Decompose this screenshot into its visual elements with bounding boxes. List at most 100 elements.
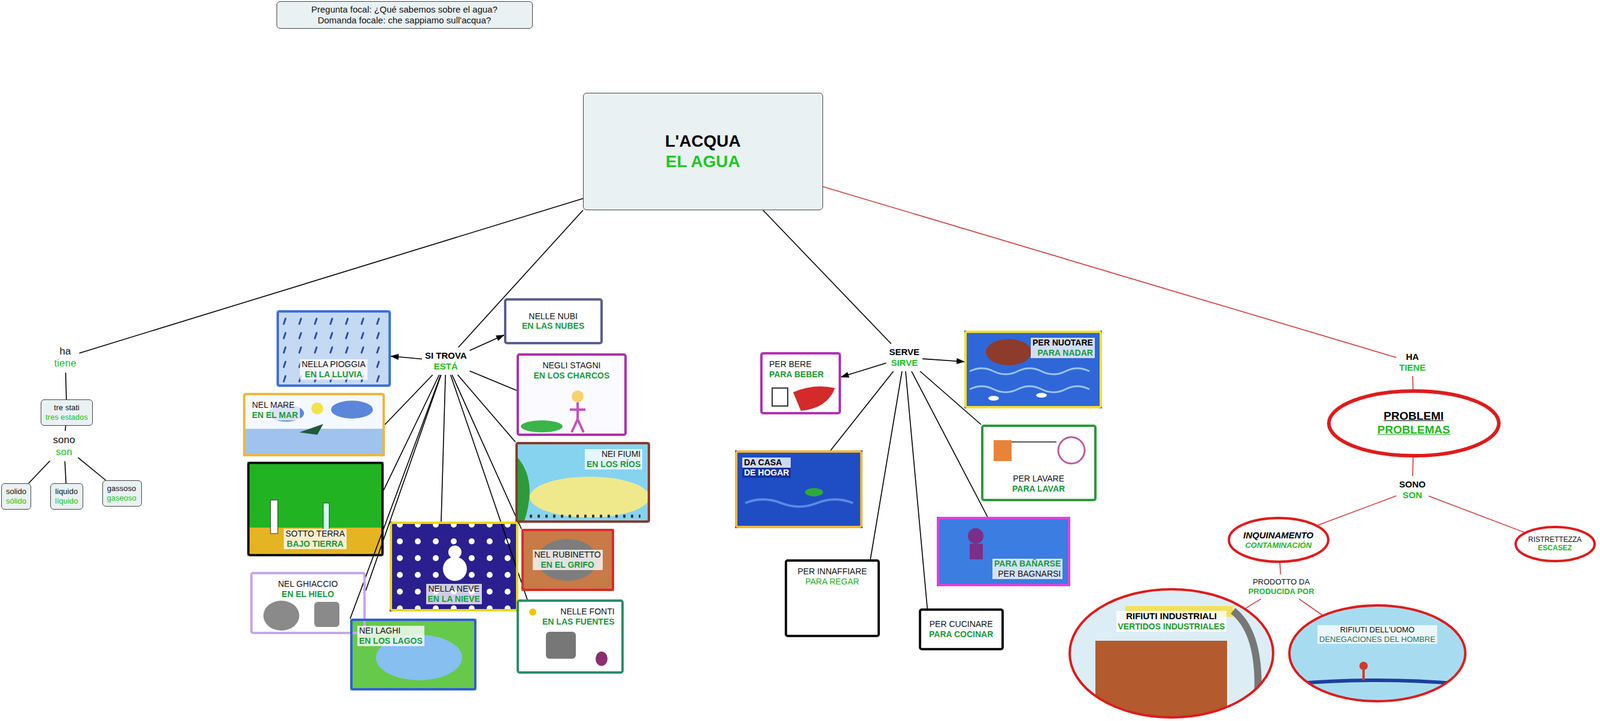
node-text: Pregunta focal: ¿Qué sabemos sobre el ag… — [311, 4, 498, 15]
node-text: BAJO TIERRA — [283, 538, 347, 549]
swimmer — [985, 338, 1032, 366]
node-text: EN EL HIELO — [276, 589, 340, 600]
text-group: SI TROVAESTÁ — [424, 350, 467, 372]
waves — [969, 368, 1090, 393]
concept-ellipse: PROBLEMIPROBLEMAS — [1327, 389, 1501, 458]
waves — [745, 499, 853, 507]
node-text: SON — [1399, 489, 1426, 501]
node-text: NEI LAGHI — [357, 625, 425, 636]
text-group: HATIENE — [1399, 351, 1426, 373]
picture-box: NELLA NEVEEN LA NIEVE — [389, 521, 519, 612]
drink-drawing — [772, 386, 836, 411]
node-text: EN LOS CHARCOS — [532, 370, 612, 381]
washing-machine — [1058, 436, 1085, 464]
snow-drawing — [389, 521, 519, 612]
swim-drawing — [964, 330, 1102, 409]
picture-box: NELLE FONTIEN LAS FUENTES — [516, 599, 624, 674]
text-group: NELLA PIOGGIAEN LA LLUVIA — [299, 359, 368, 380]
concept-box: liquidolíquido — [50, 483, 84, 510]
lake-drawing — [350, 618, 477, 691]
bird — [595, 651, 608, 666]
connector — [390, 356, 422, 360]
node-text: DA CASA — [742, 457, 791, 468]
linking-phrase: SERVESIRVE — [887, 344, 923, 371]
picture-box: NEL MAREEN EL MAR — [243, 392, 385, 457]
linking-phrase: SI TROVAESTÁ — [422, 347, 470, 375]
node-text: PER CUCINARE — [927, 618, 995, 630]
concept-ellipse: RIFIUTI DELL'UOMODENEGACIONES DEL HOMBRE — [1288, 603, 1467, 703]
pipe — [1233, 610, 1259, 707]
ellipse-border — [1228, 517, 1329, 562]
node-text: PER BAGNARSI — [992, 568, 1063, 579]
bath-drawing — [936, 516, 1071, 587]
node-text: EL AGUA — [665, 151, 741, 172]
text-group: RIFIUTI INDUSTRIALIVERTIDOS INDUSTRIALES — [1116, 610, 1228, 632]
connector — [441, 374, 446, 522]
wash-drawing — [993, 436, 1085, 464]
node-text: PER BERE — [767, 359, 826, 370]
node-text: PRODUCIDA POR — [1248, 586, 1315, 597]
connector — [77, 457, 106, 481]
node-text: tres estados — [45, 412, 88, 422]
person — [1359, 661, 1368, 670]
concept-box: gassosogaseoso — [102, 480, 142, 507]
fountain — [545, 631, 576, 659]
text-group: DA CASADE HOGAR — [742, 457, 791, 478]
text-group: hatiene — [54, 345, 77, 370]
picture-box: PER CUCINAREPARA COCINAR — [918, 608, 1004, 651]
picture-box: NELLE NUBIEN LAS NUBES — [504, 298, 603, 345]
node-text: RISTRETTEZZA — [1528, 535, 1582, 544]
drawing-ground — [350, 618, 477, 691]
bather — [967, 527, 984, 544]
connector — [920, 371, 982, 425]
text-group: NELLE NUBIEN LAS NUBES — [520, 311, 587, 332]
connector — [457, 374, 516, 442]
node-text: NEL MARE — [250, 399, 300, 411]
concept-ellipse: RIFIUTI INDUSTRIALIVERTIDOS INDUSTRIALES — [1068, 587, 1275, 719]
connector — [841, 362, 887, 377]
fish — [805, 487, 824, 497]
node-text: NELLE NUBI — [520, 311, 587, 322]
connector — [1245, 598, 1261, 608]
node-text: liquido — [55, 486, 78, 497]
node-text: PARA NADAR — [1030, 347, 1095, 358]
connector — [763, 210, 892, 344]
node-text: ha — [54, 345, 77, 358]
linking-phrase: hatiene — [52, 342, 80, 373]
node-text: HA — [1399, 351, 1426, 363]
bird — [793, 386, 836, 411]
ellipse-border — [1515, 526, 1595, 561]
node-text: PARA COCINAR — [927, 629, 995, 640]
text-group: L'ACQUAEL AGUA — [665, 131, 741, 172]
text-group: PER LAVAREPARA LAVAR — [1010, 473, 1067, 494]
clothes — [993, 439, 1012, 461]
person — [1362, 669, 1365, 680]
girl-body — [569, 402, 586, 433]
node-text: SERVE — [889, 346, 921, 358]
focus-question-box: Pregunta focal: ¿Qué sabemos sobre el ag… — [276, 1, 533, 29]
tap-drawing — [521, 528, 615, 591]
drawing-ground — [936, 516, 1071, 587]
node-text: sono — [53, 433, 76, 446]
text-group: NEL MAREEN EL MAR — [250, 399, 300, 421]
rain-drawing — [276, 310, 391, 387]
node-text: PROBLEMAS — [1377, 423, 1450, 437]
text-group: liquidolíquido — [55, 486, 78, 506]
picture-box: NELLA PIOGGIAEN LA LLUVIA — [276, 310, 391, 387]
drawing-ground — [516, 353, 627, 436]
node-text: gassoso — [107, 483, 137, 494]
node-text: NEL RUBINETTO — [532, 549, 603, 560]
text-group: PRODOTTO DAPRODUCIDA POR — [1248, 577, 1315, 596]
text-group: SOTTO TERRABAJO TIERRA — [283, 528, 347, 549]
bather — [969, 543, 983, 560]
ellipse-outline — [1288, 603, 1467, 703]
clothesline — [1011, 441, 1057, 443]
node-text: son — [53, 445, 76, 458]
drawing-ground — [1288, 603, 1467, 703]
drawing-ground — [735, 450, 863, 528]
pond — [520, 420, 563, 433]
ellipse-outline — [1068, 587, 1275, 719]
pond-drawing — [516, 353, 627, 436]
soil — [247, 527, 384, 557]
sea-drawing — [243, 392, 385, 457]
